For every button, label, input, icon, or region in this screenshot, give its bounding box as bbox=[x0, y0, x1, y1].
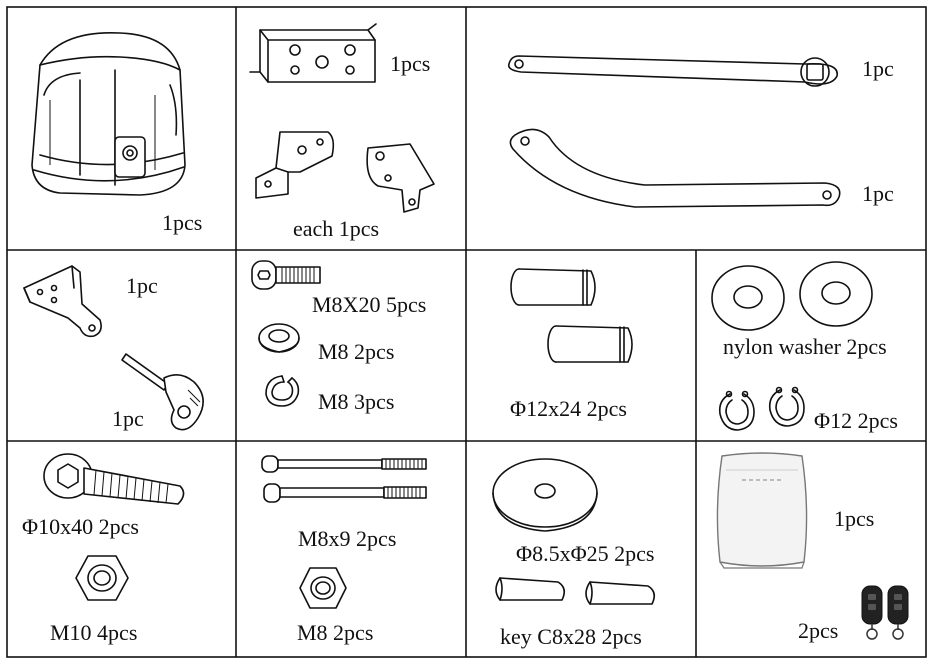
mounting-plate-illustration bbox=[249, 23, 377, 83]
control-box-qty-label: 1pcs bbox=[834, 506, 875, 531]
rear-bracket-qty-label: 1pc bbox=[126, 273, 158, 298]
bolt-m8x9-label: M8x9 2pcs bbox=[298, 526, 397, 551]
nut-m8-illustration bbox=[299, 567, 347, 609]
bolt-m8x20-label: M8X20 5pcs bbox=[312, 292, 427, 317]
curved-arm-qty-label: 1pc bbox=[862, 181, 894, 206]
key-qty-label: key C8x28 2pcs bbox=[500, 624, 642, 649]
nylon-washer-label: nylon washer 2pcs bbox=[723, 334, 887, 359]
bolt-m10-label: Φ10x40 2pcs bbox=[22, 514, 139, 539]
spring-washer-m8-label: M8 3pcs bbox=[318, 389, 395, 414]
long-bolt-illustration bbox=[261, 455, 427, 503]
remote-qty-label: 2pcs bbox=[798, 618, 839, 643]
right-angle-bracket-illustration bbox=[366, 143, 435, 213]
flat-washer-qty-label: Φ8.5xΦ25 2pcs bbox=[516, 541, 655, 566]
large-flat-washer-illustration bbox=[492, 458, 598, 532]
nylon-washer-illustration-left bbox=[711, 265, 785, 331]
angle-bracket-qty-label: each 1pcs bbox=[293, 216, 380, 241]
rear-bracket-illustration bbox=[23, 265, 102, 338]
release-key-qty-label: 1pc bbox=[112, 406, 144, 431]
curved-arm-illustration bbox=[509, 128, 841, 208]
control-box-illustration bbox=[716, 452, 808, 569]
flat-washer-m8-illustration bbox=[258, 323, 300, 353]
motor-illustration bbox=[31, 31, 186, 196]
flat-washer-m8-label: M8 2pcs bbox=[318, 339, 395, 364]
pin-lower-illustration bbox=[547, 325, 633, 363]
pin-qty-label: Φ12x24 2pcs bbox=[510, 396, 627, 421]
nut-m8-label: M8 2pcs bbox=[297, 620, 374, 645]
plate-qty-label: 1pcs bbox=[390, 51, 431, 76]
pin-upper-illustration bbox=[510, 268, 596, 306]
socket-bolt-m10-illustration bbox=[43, 453, 185, 505]
circlip-illustration-right bbox=[768, 386, 805, 427]
straight-arm-illustration bbox=[507, 55, 838, 87]
straight-arm-qty-label: 1pc bbox=[862, 56, 894, 81]
circlip-qty-label: Φ12 2pcs bbox=[814, 408, 898, 433]
nut-m10-illustration bbox=[75, 555, 129, 601]
key-right-illustration bbox=[585, 581, 656, 605]
key-left-illustration bbox=[495, 577, 566, 601]
motor-qty-label: 1pcs bbox=[162, 210, 203, 235]
left-angle-bracket-illustration bbox=[255, 131, 335, 199]
spring-washer-m8-illustration bbox=[265, 375, 300, 407]
socket-bolt-m8x20-illustration bbox=[251, 260, 321, 290]
remote-controls-illustration bbox=[861, 585, 909, 640]
nut-m10-label: M10 4pcs bbox=[50, 620, 138, 645]
circlip-illustration-left bbox=[718, 390, 755, 431]
release-key-illustration bbox=[121, 353, 204, 431]
nylon-washer-illustration-right bbox=[799, 261, 873, 327]
